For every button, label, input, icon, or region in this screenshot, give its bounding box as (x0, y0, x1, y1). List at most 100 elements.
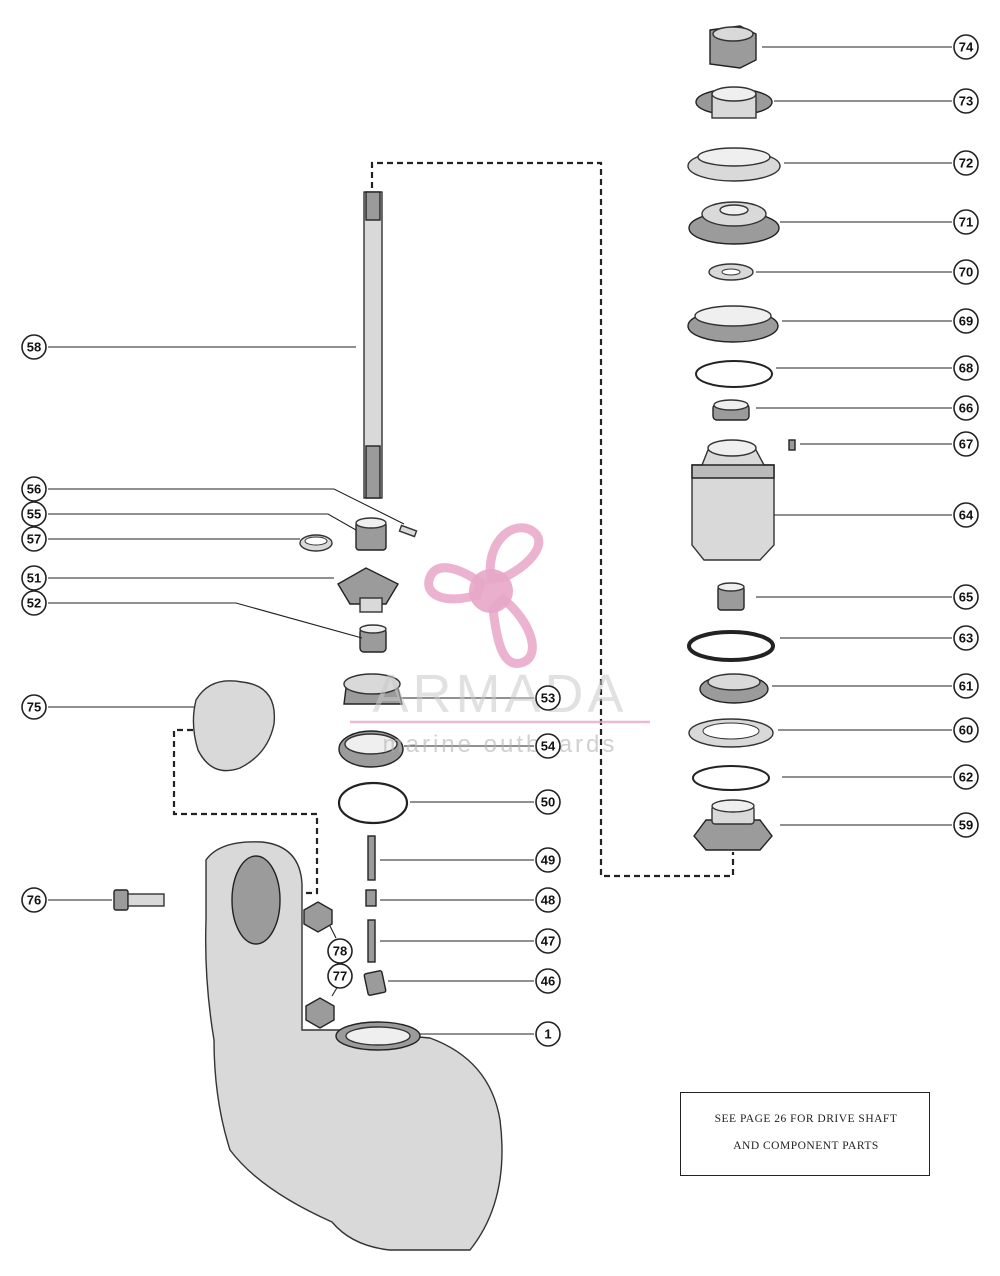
part-75-cover (192, 680, 276, 772)
svg-text:67: 67 (959, 437, 973, 452)
callout-68: 68 (953, 355, 979, 381)
part-76-bolt (113, 889, 165, 911)
svg-text:64: 64 (959, 508, 974, 523)
svg-text:62: 62 (959, 770, 973, 785)
callout-74: 74 (953, 34, 979, 60)
callout-70: 70 (953, 259, 979, 285)
part-1-gear-housing (204, 841, 503, 1251)
callout-58: 58 (21, 334, 47, 360)
callout-52: 52 (21, 590, 47, 616)
watermark-title: ARMADA (372, 664, 627, 724)
callout-77: 77 (327, 963, 353, 989)
part-54-bearing-cup (338, 730, 404, 768)
part-57-ring (299, 534, 333, 552)
part-73-retainer (695, 86, 773, 119)
callout-75: 75 (21, 694, 47, 720)
dashed-connector-shaft (370, 161, 735, 878)
part-48-nut (365, 889, 377, 907)
callout-47: 47 (535, 928, 561, 954)
part-70-washer (708, 263, 754, 281)
part-50-o-ring (337, 781, 409, 825)
callout-49: 49 (535, 847, 561, 873)
part-60-shim (688, 718, 774, 748)
part-62-o-ring (692, 765, 770, 791)
callout-48: 48 (535, 887, 561, 913)
callout-51: 51 (21, 565, 47, 591)
part-69-ring (687, 305, 779, 343)
watermark-subtitle: marine outboards (383, 731, 618, 758)
part-77-nut (305, 997, 335, 1029)
part-52-bushing (359, 624, 387, 653)
svg-text:54: 54 (541, 739, 556, 754)
part-53-tapered-bearing (343, 673, 403, 705)
part-58-driveshaft (363, 191, 383, 499)
svg-text:46: 46 (541, 974, 555, 989)
part-71-cup (688, 201, 780, 245)
callout-78: 78 (327, 938, 353, 964)
svg-text:76: 76 (27, 893, 41, 908)
svg-text:61: 61 (959, 679, 973, 694)
svg-text:77: 77 (333, 969, 347, 984)
callout-62: 62 (953, 764, 979, 790)
callout-64: 64 (953, 502, 979, 528)
callout-69: 69 (953, 308, 979, 334)
part-63-seal-ring (687, 630, 775, 662)
svg-text:65: 65 (959, 590, 973, 605)
callout-56: 56 (21, 476, 47, 502)
callout-66: 66 (953, 395, 979, 421)
part-78-nut (303, 901, 333, 933)
callout-65: 65 (953, 584, 979, 610)
note-line-2: AND COMPONENT PARTS (733, 1140, 879, 1152)
svg-text:56: 56 (27, 482, 41, 497)
svg-text:69: 69 (959, 314, 973, 329)
svg-text:57: 57 (27, 532, 41, 547)
svg-text:52: 52 (27, 596, 41, 611)
svg-text:1: 1 (544, 1027, 551, 1042)
svg-text:58: 58 (27, 340, 41, 355)
callout-59: 59 (953, 812, 979, 838)
callout-76: 76 (21, 887, 47, 913)
svg-text:74: 74 (959, 40, 974, 55)
part-51-pinion-gear (337, 567, 399, 613)
callout-57: 57 (21, 526, 47, 552)
callout-72: 72 (953, 150, 979, 176)
part-47-stud (367, 919, 376, 963)
armada-watermark: ARMADA marine outboards (350, 523, 650, 758)
part-64-bearing-carrier (691, 439, 775, 561)
svg-text:66: 66 (959, 401, 973, 416)
svg-text:48: 48 (541, 893, 555, 908)
svg-text:55: 55 (27, 507, 41, 522)
svg-text:73: 73 (959, 94, 973, 109)
callout-55: 55 (21, 501, 47, 527)
svg-text:53: 53 (541, 691, 555, 706)
callout-67: 67 (953, 431, 979, 457)
svg-text:63: 63 (959, 631, 973, 646)
callout-53: 53 (535, 685, 561, 711)
svg-text:72: 72 (959, 156, 973, 171)
svg-text:47: 47 (541, 934, 555, 949)
part-56-pin (398, 524, 418, 538)
svg-text:49: 49 (541, 853, 555, 868)
svg-text:71: 71 (959, 215, 973, 230)
svg-text:68: 68 (959, 361, 973, 376)
part-65-needle-bearing (717, 582, 745, 611)
svg-text:60: 60 (959, 723, 973, 738)
part-46-block (363, 970, 387, 996)
dashed-connector-housing (172, 728, 319, 895)
part-67-pin (788, 439, 796, 451)
leader-lines (48, 46, 952, 1035)
callout-61: 61 (953, 673, 979, 699)
callout-73: 73 (953, 88, 979, 114)
svg-text:50: 50 (541, 795, 555, 810)
part-59-gear (693, 799, 773, 851)
callout-60: 60 (953, 717, 979, 743)
part-55-clutch (355, 517, 387, 551)
callout-54: 54 (535, 733, 561, 759)
callout-50: 50 (535, 789, 561, 815)
part-74-nut (709, 25, 757, 69)
part-68-o-ring (695, 360, 773, 388)
callout-46: 46 (535, 968, 561, 994)
part-72-cover (687, 147, 781, 182)
svg-text:78: 78 (333, 944, 347, 959)
